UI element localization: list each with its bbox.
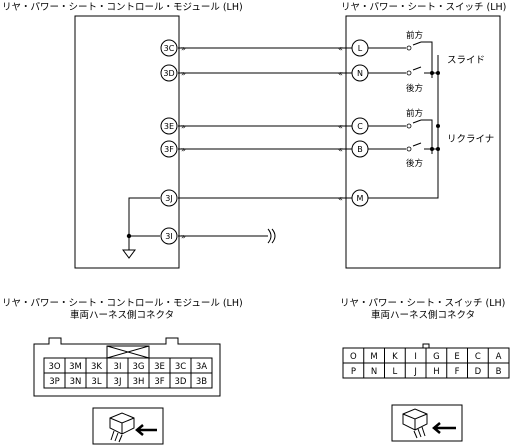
switch-pin-n: N [351,64,369,82]
svg-text:3D: 3D [175,377,187,387]
switch-connector-pins: O M K I G E C A P N L J H F D B [350,352,502,377]
junction-dot [126,233,132,239]
switch-connector-caption-1: リヤ・パワー・シート・スイッチ (LH) [340,298,505,309]
module-pin-3e: 3E [160,117,178,135]
svg-text:H: H [433,367,439,377]
svg-text:«: « [338,145,343,154]
svg-text:«: « [338,122,343,131]
svg-text:N: N [371,367,377,377]
module-pin-3j: 3J [160,189,178,207]
svg-text:3I: 3I [165,232,172,241]
switch-pin-m: M [351,189,369,207]
svg-text:A: A [496,352,502,362]
module-connector-pins: 3O 3M 3K 3I 3G 3E 3C 3A 3P 3N 3L 3J 3H 3… [48,362,207,387]
svg-text:P: P [351,367,356,377]
svg-text:»: » [181,44,186,53]
svg-text:3F: 3F [154,377,164,387]
svg-text:3J: 3J [114,377,122,387]
svg-text:L: L [393,367,398,377]
svg-text:»: » [181,232,186,241]
switch-arrows: « « « « « [338,44,344,203]
svg-text:N: N [357,69,363,78]
module-pin-3f: 3F [160,140,178,158]
svg-text:«: « [338,194,343,203]
switch-junctions [430,71,440,151]
svg-text:3I: 3I [114,362,122,372]
svg-text:F: F [455,367,460,377]
svg-text:»: » [181,122,186,131]
switch-box [345,15,501,269]
module-title: リヤ・パワー・シート・コントロール・モジュール (LH) [2,2,243,13]
module-pins: 3C 3D 3E 3F 3J 3I [160,39,178,245]
svg-text:O: O [350,352,357,362]
svg-text:3A: 3A [196,362,207,372]
svg-text:3H: 3H [133,377,145,387]
svg-text:M: M [370,352,377,362]
svg-text:M: M [357,194,364,203]
switch-internals [368,41,439,199]
svg-text:«: « [338,44,343,53]
switch-pins: L N C B M [351,39,369,207]
switch-pin-c: C [351,117,369,135]
svg-text:»: » [181,69,186,78]
svg-text:B: B [357,145,363,154]
switch-title: リヤ・パワー・シート・スイッチ (LH) [341,2,506,13]
ground-symbol [122,249,136,259]
label-recline-forward: 前方 [406,108,423,119]
module-box [74,15,180,269]
svg-text:»: » [181,145,186,154]
svg-text:K: K [392,352,398,362]
connector-view-icon [391,404,463,442]
switch-contacts [406,45,412,152]
switch-pin-b: B [351,140,369,158]
svg-text:3J: 3J [165,194,172,203]
label-slide-forward: 前方 [406,30,423,41]
label-slide: スライド [447,55,485,66]
svg-text:G: G [433,352,440,362]
switch-connector-caption-2: 車両ハーネス側コネクタ [371,309,475,321]
connector-view-icon [92,407,164,445]
svg-text:3K: 3K [91,362,102,372]
label-recliner: リクライナ [447,134,494,145]
module-connector [33,337,221,397]
svg-text:C: C [357,122,363,131]
switch-connector [342,343,510,379]
module-connector-caption-2: 車両ハーネス側コネクタ [70,309,174,321]
svg-text:D: D [475,367,482,377]
svg-text:3N: 3N [70,377,82,387]
svg-text:«: « [338,69,343,78]
svg-text:3P: 3P [49,377,60,387]
module-pin-3c: 3C [160,39,178,57]
svg-text:E: E [454,352,459,362]
svg-text:B: B [496,367,502,377]
svg-text:3E: 3E [154,362,165,372]
svg-text:3F: 3F [164,145,174,154]
svg-text:3G: 3G [133,362,145,372]
svg-text:L: L [358,44,363,53]
svg-text:3D: 3D [163,69,174,78]
label-recline-backward: 後方 [406,158,423,169]
svg-text:3C: 3C [175,362,186,372]
module-pin-3i: 3I [160,227,178,245]
svg-text:3L: 3L [91,377,101,387]
svg-text:J: J [413,367,417,377]
svg-text:3C: 3C [164,44,175,53]
label-slide-backward: 後方 [406,83,423,94]
svg-text:3M: 3M [69,362,82,372]
svg-text:3E: 3E [164,122,174,131]
svg-text:3B: 3B [196,377,207,387]
module-pin-3d: 3D [160,64,178,82]
switch-pin-l: L [351,39,369,57]
svg-text:C: C [475,352,481,362]
svg-text:3O: 3O [48,362,60,372]
svg-text:I: I [414,352,417,362]
wires [128,47,352,250]
module-connector-caption-1: リヤ・パワー・シート・コントロール・モジュール (LH) [2,298,243,309]
module-arrows: » » » » » [181,44,187,241]
